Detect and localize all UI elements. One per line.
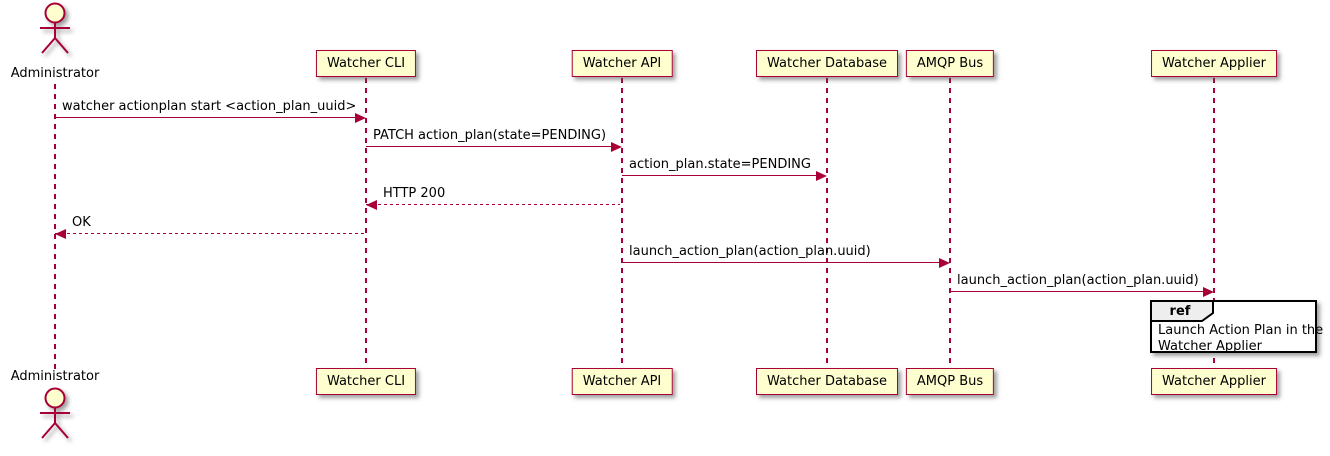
message-label-7: launch_action_plan(action_plan.uuid) bbox=[957, 273, 1199, 288]
actor-figure-bottom bbox=[27, 387, 83, 445]
message-label-2: PATCH action_plan(state=PENDING) bbox=[373, 128, 607, 143]
participant-box-top-watcher-applier: Watcher Applier bbox=[1151, 50, 1277, 77]
lifeline-watcher-applier bbox=[1213, 78, 1215, 368]
message-line-5 bbox=[55, 233, 364, 235]
message-label-3: action_plan.state=PENDING bbox=[629, 157, 811, 172]
participant-box-top-watcher-database: Watcher Database bbox=[756, 50, 898, 77]
message-line-6 bbox=[622, 262, 948, 264]
lifeline-administrator bbox=[54, 84, 56, 369]
participant-box-top-amqp-bus: AMQP Bus bbox=[905, 50, 995, 77]
ref-text-line2: Watcher Applier bbox=[1158, 339, 1262, 354]
message-label-5: OK bbox=[72, 215, 91, 230]
message-label-4: HTTP 200 bbox=[383, 186, 446, 201]
ref-header bbox=[1150, 300, 1216, 327]
message-line-4 bbox=[366, 204, 620, 206]
message-arrowhead-5 bbox=[55, 229, 66, 239]
message-arrowhead-4 bbox=[366, 200, 377, 210]
lifeline-watcher-cli bbox=[365, 78, 367, 368]
actor-label-bottom: Administrator bbox=[10, 369, 100, 384]
message-line-3 bbox=[622, 175, 825, 177]
message-arrowhead-2 bbox=[611, 142, 622, 152]
message-arrowhead-7 bbox=[1203, 287, 1214, 297]
participant-box-bottom-watcher-cli: Watcher CLI bbox=[315, 368, 417, 395]
message-line-7 bbox=[950, 291, 1212, 293]
lifeline-watcher-api bbox=[621, 78, 623, 368]
actor-figure-top bbox=[27, 2, 83, 60]
participant-box-top-watcher-api: Watcher API bbox=[571, 50, 673, 77]
message-label-1: watcher actionplan start <action_plan_uu… bbox=[62, 99, 357, 114]
message-line-1 bbox=[55, 117, 364, 119]
actor-label-top: Administrator bbox=[10, 66, 100, 81]
message-arrowhead-3 bbox=[816, 171, 827, 181]
ref-text-line1: Launch Action Plan in the bbox=[1158, 323, 1324, 338]
participant-box-bottom-amqp-bus: AMQP Bus bbox=[905, 368, 995, 395]
participant-box-bottom-watcher-applier: Watcher Applier bbox=[1151, 368, 1277, 395]
lifeline-watcher-database bbox=[826, 78, 828, 368]
message-label-6: launch_action_plan(action_plan.uuid) bbox=[629, 244, 871, 259]
participant-box-bottom-watcher-database: Watcher Database bbox=[756, 368, 898, 395]
participant-box-top-watcher-cli: Watcher CLI bbox=[315, 50, 417, 77]
message-arrowhead-6 bbox=[939, 258, 950, 268]
participant-box-bottom-watcher-api: Watcher API bbox=[571, 368, 673, 395]
lifeline-amqp-bus bbox=[949, 78, 951, 368]
message-arrowhead-1 bbox=[355, 113, 366, 123]
ref-keyword: ref bbox=[1169, 304, 1191, 319]
message-line-2 bbox=[366, 146, 620, 148]
